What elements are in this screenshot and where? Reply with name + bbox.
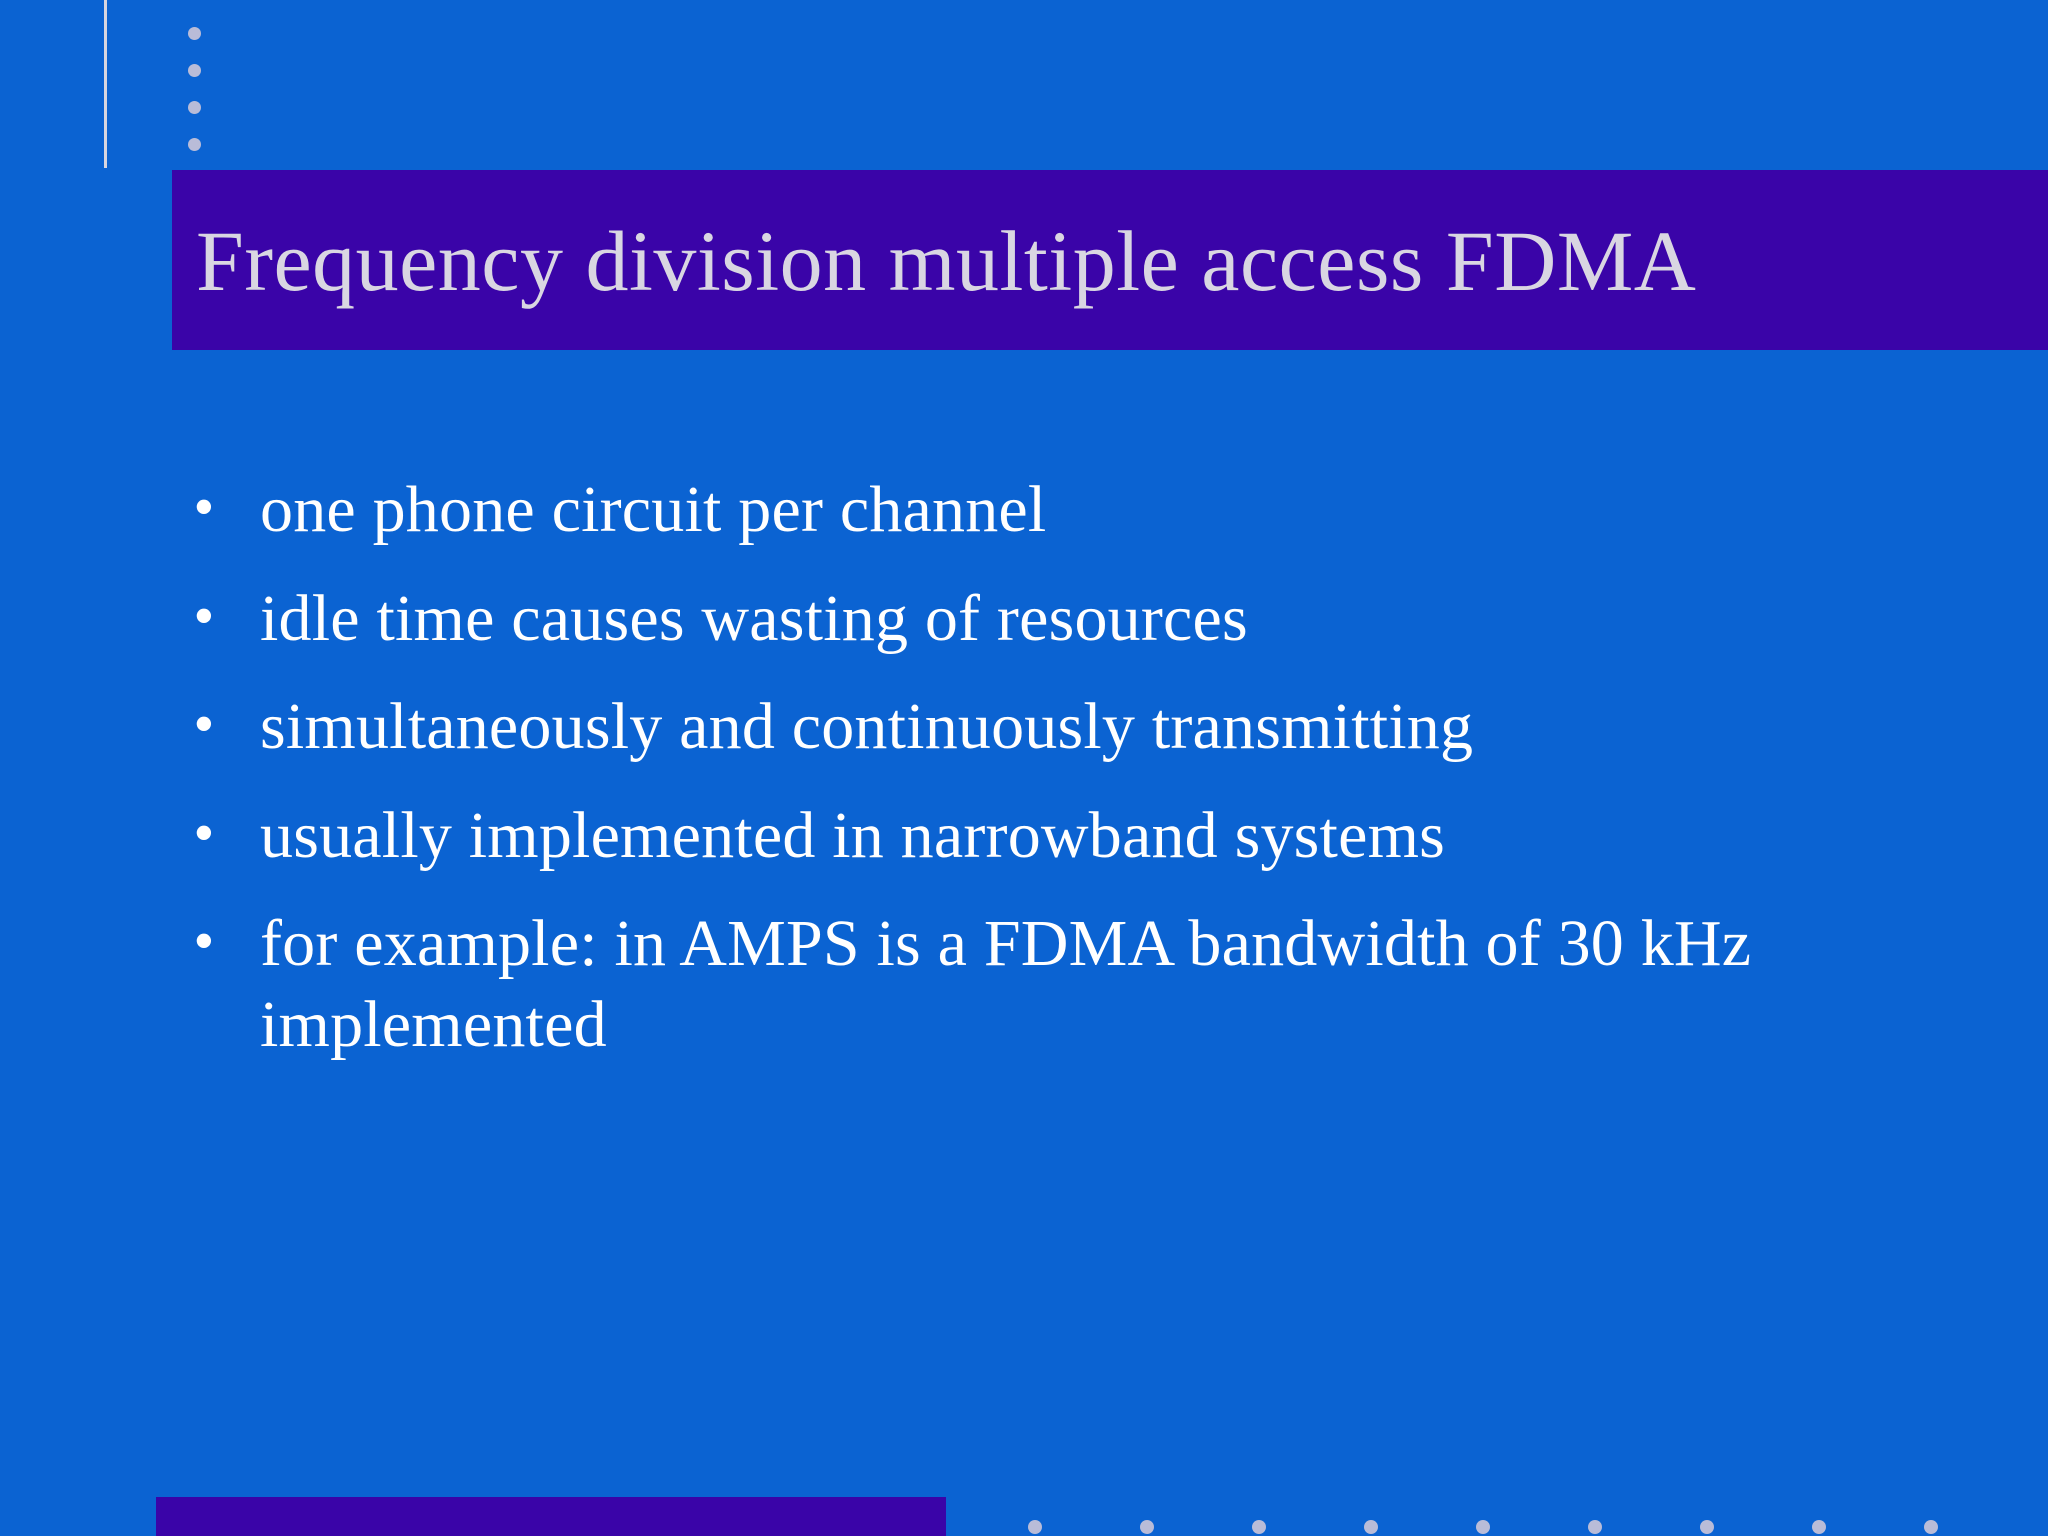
bullet-list: • one phone circuit per channel • idle t… (170, 470, 1970, 1093)
list-item-label: one phone circuit per channel (260, 473, 1047, 546)
decorative-dot (1924, 1520, 1938, 1534)
decorative-dot (1140, 1520, 1154, 1534)
list-item: • idle time causes wasting of resources (170, 579, 1970, 660)
decorative-dot (1476, 1520, 1490, 1534)
list-item-label: idle time causes wasting of resources (260, 581, 1248, 655)
decorative-dot (1028, 1520, 1042, 1534)
decorative-dot (1252, 1520, 1266, 1534)
bullet-marker-icon: • (193, 691, 215, 758)
left-vertical-rule-decoration (104, 0, 107, 168)
bullet-marker-icon: • (193, 799, 215, 866)
decorative-dot (188, 27, 201, 40)
decorative-dot (1812, 1520, 1826, 1534)
decorative-dot (188, 101, 201, 114)
bullet-marker-icon: • (193, 908, 215, 975)
decorative-dot (1700, 1520, 1714, 1534)
list-item: • one phone circuit per channel (170, 470, 1970, 551)
list-item: • simultaneously and continuously transm… (170, 687, 1970, 768)
bullet-marker-icon: • (193, 474, 215, 540)
decorative-dot (188, 138, 201, 151)
decorative-dot (188, 64, 201, 77)
slide-title: Frequency division multiple access FDMA (196, 212, 1697, 309)
list-item-label: usually implemented in narrowband system… (260, 798, 1445, 872)
footer-band (156, 1497, 946, 1536)
list-item: • usually implemented in narrowband syst… (170, 796, 1970, 877)
list-item-label: simultaneously and continuously transmit… (260, 690, 1474, 764)
decorative-dot (1588, 1520, 1602, 1534)
list-item-label: for example: in AMPS is a FDMA bandwidth… (260, 907, 1752, 1061)
decorative-dot (1364, 1520, 1378, 1534)
list-item: • for example: in AMPS is a FDMA bandwid… (170, 904, 1970, 1065)
title-band (172, 170, 2048, 350)
bullet-marker-icon: • (193, 582, 215, 649)
